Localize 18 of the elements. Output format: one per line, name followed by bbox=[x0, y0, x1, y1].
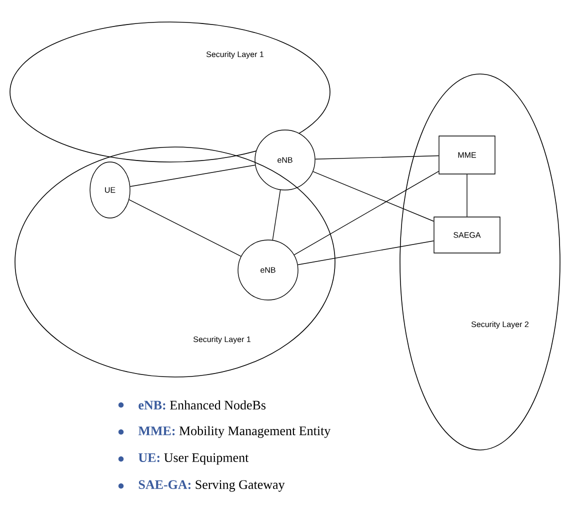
connector-line bbox=[312, 171, 434, 222]
legend-text: MME: Mobility Management Entity bbox=[138, 426, 331, 438]
node-box: MME bbox=[438, 136, 496, 174]
legend-text: SAE-GA: Serving Gateway bbox=[138, 480, 285, 492]
region-label: Security Layer 2 bbox=[471, 321, 528, 329]
connector-line bbox=[272, 190, 281, 240]
legend-text: UE: User Equipment bbox=[138, 453, 249, 465]
connector-line bbox=[128, 199, 242, 257]
connector-line bbox=[298, 240, 434, 266]
connector-line bbox=[466, 174, 468, 217]
ellipse-region: UE bbox=[90, 162, 130, 218]
legend-text: eNB: Enhanced NodeBs bbox=[138, 400, 266, 410]
connector-line bbox=[314, 155, 439, 160]
connector-line bbox=[294, 171, 439, 256]
node-box: SAEGA bbox=[434, 216, 500, 254]
region-label: Security Layer 1 bbox=[206, 51, 264, 59]
region-label: Security Layer 1 bbox=[193, 336, 250, 344]
connector-line bbox=[130, 164, 256, 187]
